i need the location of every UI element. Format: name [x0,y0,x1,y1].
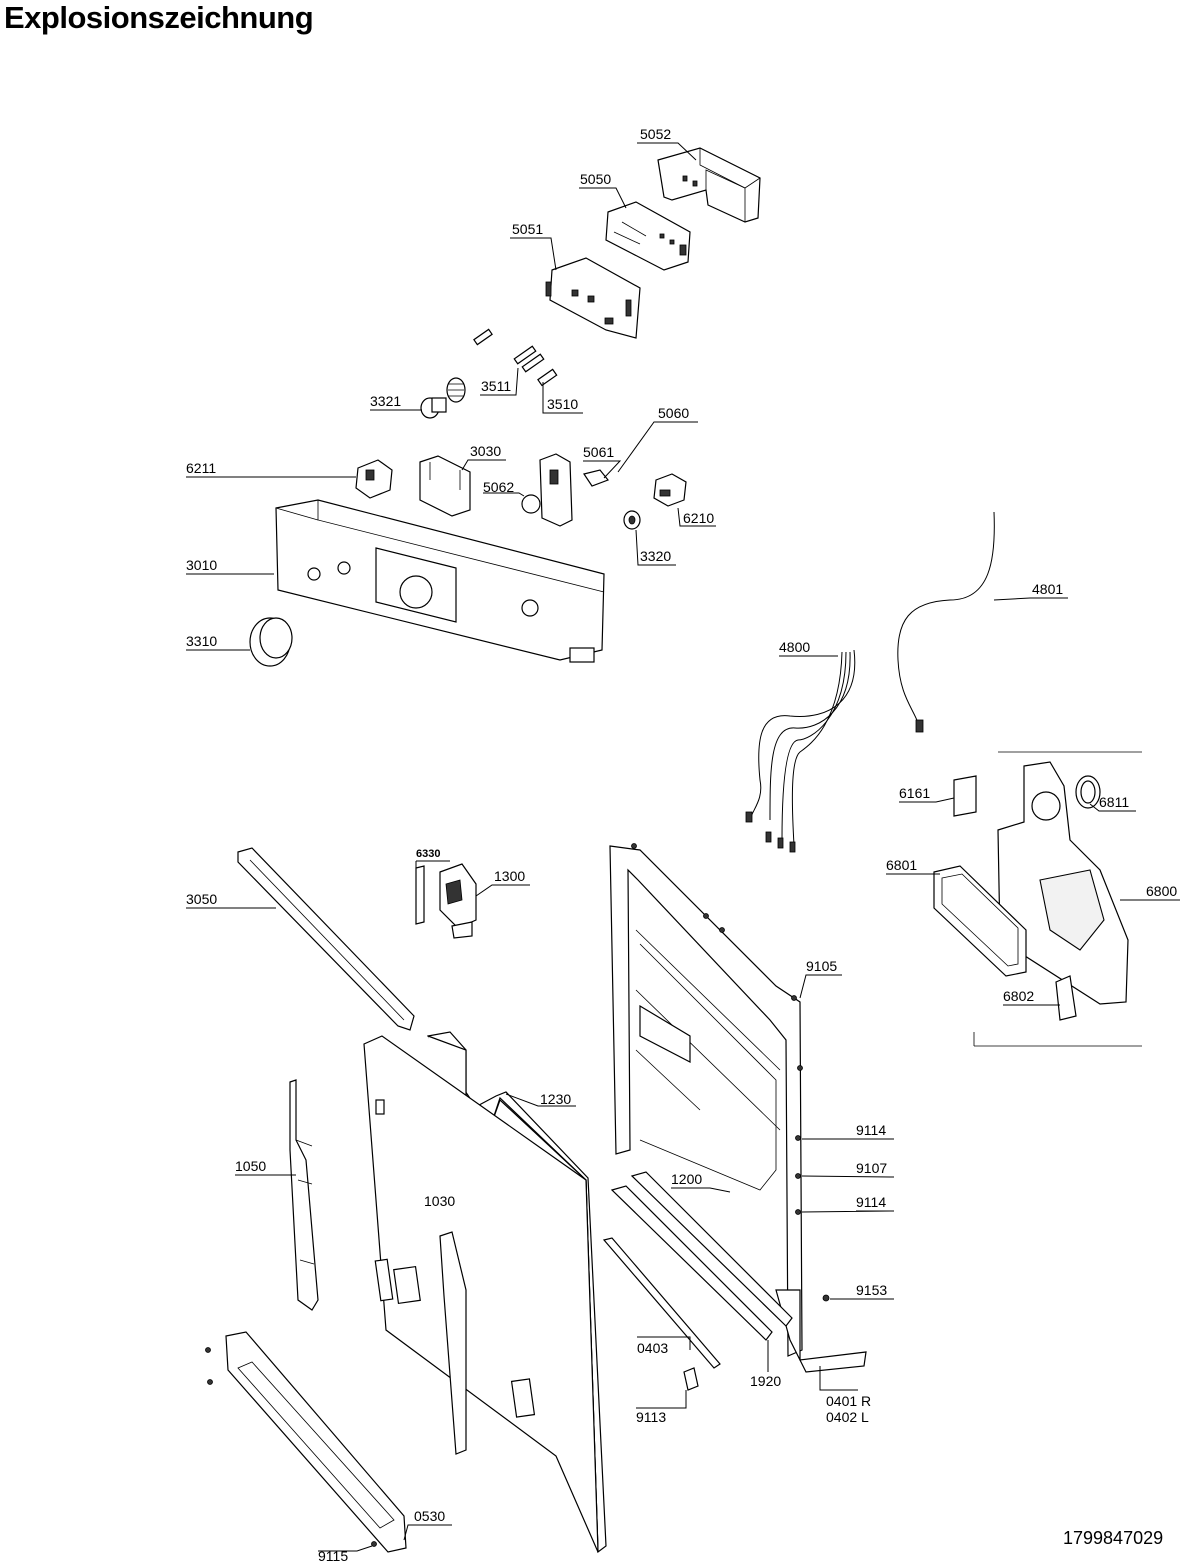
board-5051 [545,257,641,339]
board-5050 [605,201,691,271]
label-6811: 6811 [1099,794,1129,810]
knob-3320 [623,510,641,530]
label-0403: 0403 [637,1340,668,1356]
label-3050: 3050 [186,891,217,907]
screws [205,843,830,1547]
trim-3050 [237,847,415,1031]
label-0402-l: 0402 L [826,1409,869,1425]
part-labels: 5052 5050 5051 3321 3511 3510 5060 5061 … [186,126,1177,1563]
label-3321: 3321 [370,393,401,409]
label-3030: 3030 [470,443,501,459]
label-9113: 9113 [636,1409,666,1425]
pins-3511-3510 [473,328,558,387]
housing-5052 [657,147,761,223]
label-1230: 1230 [540,1091,571,1107]
leader-lines [186,142,1180,1552]
label-9107: 9107 [856,1160,887,1176]
label-6211: 6211 [186,460,216,476]
knob-3321 [420,377,466,419]
document-number: 1799847029 [1063,1528,1164,1548]
label-9114-bottom: 9114 [856,1194,886,1210]
label-5060: 5060 [658,405,689,421]
door-frame-1200 [609,845,867,1373]
label-5051: 5051 [512,221,543,237]
label-9153: 9153 [856,1282,887,1298]
panel-1030 [363,1035,599,1553]
label-6210: 6210 [683,510,714,526]
page-title: Explosionszeichnung [4,0,314,35]
control-panel-3010 [275,499,605,663]
label-1050: 1050 [235,1158,266,1174]
clip-9113 [683,1367,699,1391]
label-6801: 6801 [886,857,917,873]
label-3310: 3310 [186,633,217,649]
rail-1920 [610,1171,793,1341]
hinge-1050 [289,1079,319,1311]
label-9114-top: 9114 [856,1122,886,1138]
label-5061: 5061 [583,444,614,460]
label-6800: 6800 [1146,883,1177,899]
bracket-3030 [419,455,471,517]
label-0401-r: 0401 R [826,1393,871,1409]
label-1200: 1200 [671,1171,702,1187]
switch-block-5062 [521,453,573,527]
label-6330: 6330 [416,848,440,860]
label-5062: 5062 [483,479,514,495]
switch-6210 [653,473,687,507]
plate-0530 [225,1331,407,1553]
label-9105: 9105 [806,958,837,974]
switch-6211 [355,459,393,499]
label-3511: 3511 [481,378,511,394]
knob-3310 [249,617,293,667]
label-3010: 3010 [186,557,217,573]
plate-5061 [583,469,609,487]
label-1030: 1030 [424,1193,455,1209]
label-3320: 3320 [640,548,671,564]
cable-4801 [897,511,995,733]
label-6161: 6161 [899,785,930,801]
dispenser-6800 [933,751,1142,1047]
harness-4800 [745,649,856,853]
strip-0403 [602,1237,721,1369]
label-1920: 1920 [750,1373,781,1389]
label-4801: 4801 [1032,581,1063,597]
label-5050: 5050 [580,171,611,187]
label-9115: 9115 [318,1548,348,1563]
label-1300: 1300 [494,868,525,884]
label-6802: 6802 [1003,988,1034,1004]
label-0530: 0530 [414,1508,445,1524]
label-5052: 5052 [640,126,671,142]
label-4800: 4800 [779,639,810,655]
lock-1300 [415,863,477,939]
label-3510: 3510 [547,396,578,412]
